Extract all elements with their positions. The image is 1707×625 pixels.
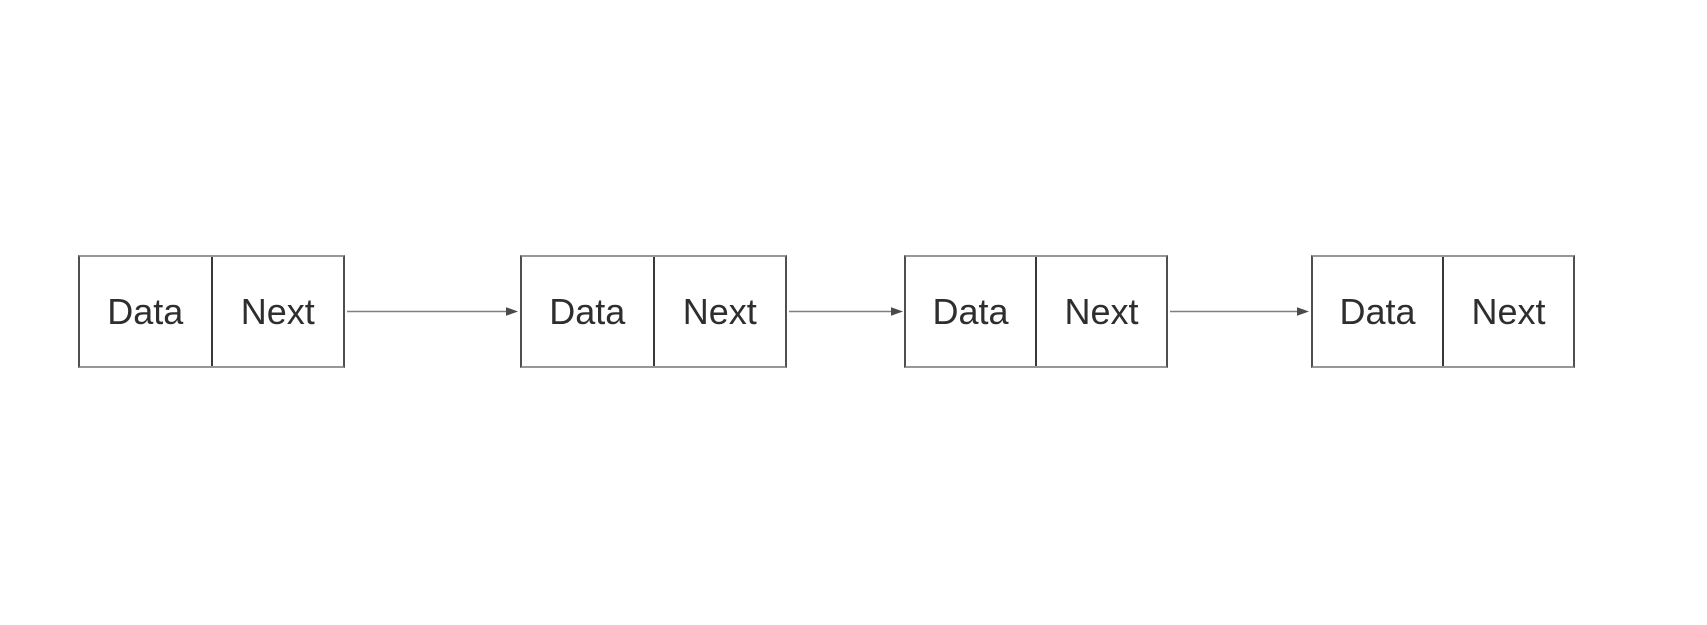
node-1-cell-divider (210, 257, 213, 366)
next-pointer-arrow-3 (1170, 307, 1309, 316)
node-2-cell-divider (652, 257, 655, 366)
node-1-next-label: Next (240, 290, 315, 332)
node-3-cell-divider (1035, 257, 1037, 366)
node-3-data-label: Data (932, 290, 1009, 332)
node-1-data-label: Data (107, 290, 184, 332)
node-4-cell-divider (1442, 257, 1444, 366)
next-pointer-arrow-1 (347, 307, 518, 316)
node-1-data-cell: Data (80, 257, 211, 366)
linked-list-node-2: Data Next (520, 255, 787, 368)
node-2-next-label: Next (682, 290, 757, 332)
node-3-data-cell: Data (906, 257, 1035, 366)
linked-list-node-1: Data Next (78, 255, 345, 368)
node-2-data-label: Data (549, 290, 626, 332)
linked-list-node-4: Data Next (1311, 255, 1575, 368)
node-3-next-cell: Next (1037, 257, 1166, 366)
next-pointer-arrow-2 (789, 307, 903, 316)
node-4-data-label: Data (1339, 290, 1416, 332)
node-1-next-cell: Next (213, 257, 344, 366)
node-2-data-cell: Data (522, 257, 653, 366)
node-4-data-cell: Data (1313, 257, 1442, 366)
node-4-next-cell: Next (1444, 257, 1573, 366)
linked-list-node-3: Data Next (904, 255, 1168, 368)
node-2-next-cell: Next (655, 257, 786, 366)
node-3-next-label: Next (1064, 290, 1139, 332)
node-4-next-label: Next (1471, 290, 1546, 332)
